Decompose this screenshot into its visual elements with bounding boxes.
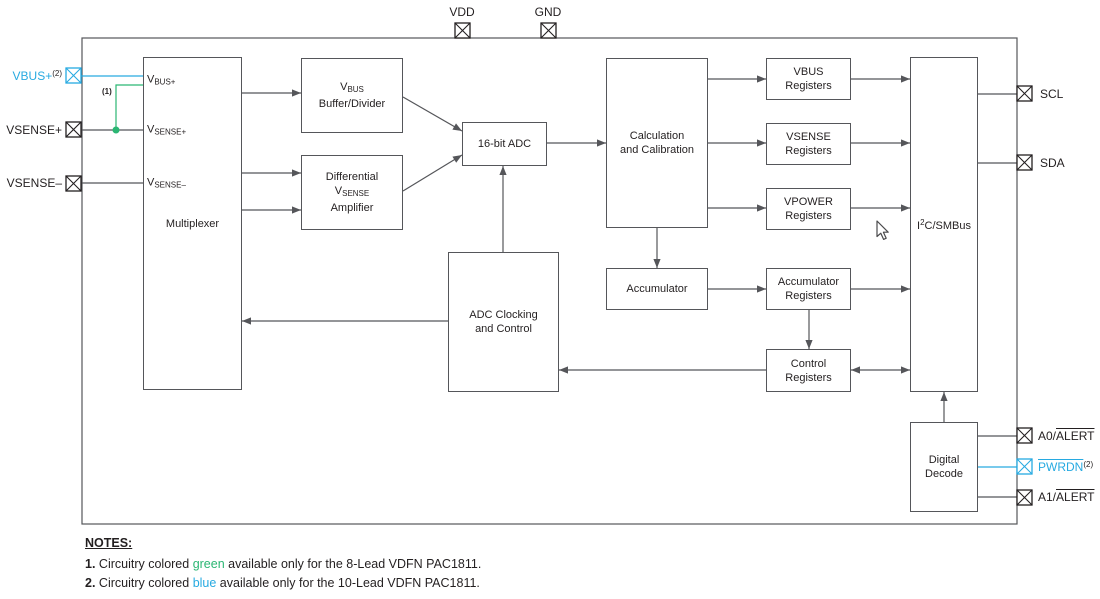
junction-dot — [112, 126, 120, 134]
mouse-cursor — [876, 220, 889, 240]
block-label-line: Registers — [785, 80, 832, 92]
pin-label-gnd: GND — [534, 5, 562, 19]
label-mux-input-vbus: VBUS+ — [147, 73, 176, 87]
pin-label-vsense-minus: VSENSE– — [6, 176, 62, 190]
wire-vbus-buffer-to-adc — [402, 96, 463, 132]
block-label-line: Differential — [325, 171, 379, 183]
block-label-line: Control — [790, 357, 827, 370]
pin-label-scl: SCL — [1040, 87, 1064, 101]
block-adc-clocking-and-control: ADC Clocking and Control — [448, 252, 559, 392]
block-calculation-and-calibration: Calculation and Calibration — [606, 58, 708, 228]
pin-gnd-icon — [540, 22, 557, 39]
block-label-line: VSENSE — [786, 131, 831, 143]
arrowhead-icon — [901, 366, 910, 374]
block-adc-16bit: 16-bit ADC — [462, 122, 547, 166]
pin-vbus-plus-icon — [65, 67, 82, 84]
arrowhead-icon — [499, 166, 507, 175]
arrowhead-icon — [851, 366, 860, 374]
arrowhead-icon — [757, 75, 766, 83]
block-vsense-registers: VSENSE Registers — [766, 123, 851, 165]
pin-sda-icon — [1016, 154, 1033, 171]
arrowhead-icon — [653, 259, 661, 268]
block-label-line: ADC Clocking — [469, 309, 538, 321]
pin-label-a0-alert: A0/ALERT — [1038, 429, 1095, 443]
arrowhead-icon — [757, 285, 766, 293]
arrowhead-icon — [940, 392, 948, 401]
pin-label-vdd: VDD — [449, 5, 475, 19]
note-2: 2. Circuitry colored blue available only… — [85, 576, 480, 590]
pin-label-sda: SDA — [1040, 156, 1065, 170]
arrowhead-icon — [901, 285, 910, 293]
notes-items: 1. Circuitry colored green available onl… — [85, 555, 481, 593]
block-accumulator: Accumulator — [606, 268, 708, 310]
block-label-line: Registers — [785, 371, 832, 384]
block-label-line: VBUS — [793, 66, 824, 78]
label-mux-input-vsense-minus: VSENSE– — [147, 176, 186, 190]
pin-scl-icon — [1016, 85, 1033, 102]
block-label-line: Registers — [785, 210, 832, 222]
block-label-line: Digital — [928, 454, 960, 466]
arrowhead-icon — [559, 366, 568, 374]
arrowhead-icon — [901, 139, 910, 147]
pin-vsense-plus-icon — [65, 121, 82, 138]
pin-label-vbus-plus: VBUS+(2) — [12, 69, 62, 83]
pin-label-vsense-plus: VSENSE+ — [6, 123, 62, 137]
block-label-line: Registers — [785, 290, 832, 302]
block-label-line: Registers — [785, 145, 832, 157]
block-label-line: 16-bit ADC — [477, 138, 532, 150]
wire-diff-amp-to-adc — [402, 154, 463, 192]
block-multiplexer: Multiplexer — [143, 57, 242, 390]
pin-a1-alert-icon — [1016, 489, 1033, 506]
block-vbus-buffer-divider: VBUS Buffer/Divider — [301, 58, 403, 133]
arrowhead-icon — [757, 139, 766, 147]
arrowhead-icon — [242, 317, 251, 325]
note-1: 1. Circuitry colored green available onl… — [85, 557, 482, 571]
label-mux-input-vsense-plus: VSENSE+ — [147, 123, 187, 137]
block-label-line: I2C/SMBus — [917, 218, 971, 232]
block-vpower-registers: VPOWER Registers — [766, 188, 851, 230]
pin-label-pwrdn: PWRDN(2) — [1038, 460, 1094, 474]
block-label-line: VBUS — [340, 81, 364, 94]
block-label-line: Calculation — [629, 130, 685, 142]
pin-vdd-icon — [454, 22, 471, 39]
pin-pwrdn-icon — [1016, 458, 1033, 475]
arrowhead-icon — [597, 139, 606, 147]
block-label-line: and Control — [475, 323, 532, 335]
arrowhead-icon — [757, 204, 766, 212]
arrowhead-icon — [452, 155, 462, 163]
arrowhead-icon — [805, 340, 813, 349]
block-label-line: Amplifier — [330, 202, 374, 214]
arrowhead-icon — [901, 204, 910, 212]
block-label-line: Accumulator — [777, 276, 840, 288]
arrowhead-icon — [292, 206, 301, 214]
arrowhead-icon — [292, 89, 301, 97]
block-label-line: Multiplexer — [165, 217, 220, 230]
wire-green-branch-vsense-to-vbus-input — [115, 84, 143, 129]
block-label-line: VSENSE — [334, 185, 370, 198]
block-label-line: VPOWER — [784, 196, 833, 208]
pin-vsense-minus-icon — [65, 175, 82, 192]
block-vbus-registers: VBUS Registers — [766, 58, 851, 100]
notes: NOTES: 1. Circuitry colored green availa… — [85, 534, 481, 593]
block-label-line: and Calibration — [620, 144, 694, 156]
arrowhead-icon — [292, 169, 301, 177]
pin-a0-alert-icon — [1016, 427, 1033, 444]
notes-title: NOTES: — [85, 536, 133, 550]
arrowhead-icon — [452, 123, 462, 131]
block-label-line: Decode — [925, 468, 963, 480]
arrowhead-icon — [901, 75, 910, 83]
block-label-line: Accumulator — [626, 283, 688, 295]
label-note-ref-1: (1) — [102, 87, 112, 96]
block-label-line: Buffer/Divider — [318, 98, 386, 110]
block-i2c-smbus: I2C/SMBus — [910, 57, 978, 392]
pin-label-a1-alert: A1/ALERT — [1038, 490, 1095, 504]
